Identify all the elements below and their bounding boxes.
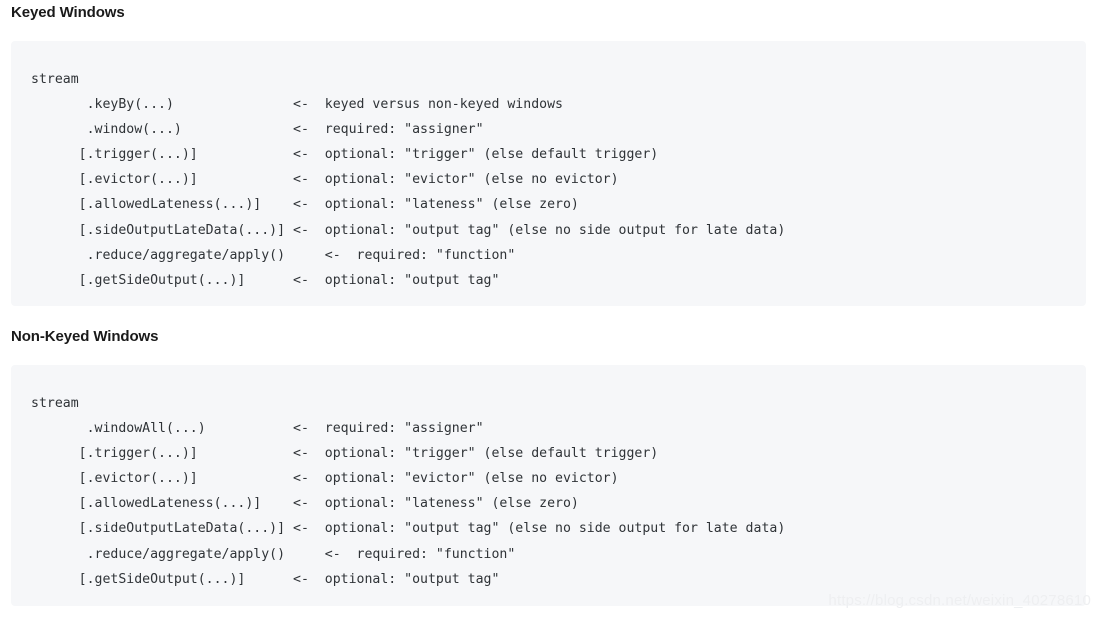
section-heading-non-keyed-windows: Non-Keyed Windows	[11, 328, 159, 345]
code-content-keyed-windows: stream .keyBy(...) <- keyed versus non-k…	[31, 72, 786, 288]
section-heading-keyed-windows: Keyed Windows	[11, 4, 125, 21]
code-block-keyed-windows: stream .keyBy(...) <- keyed versus non-k…	[11, 41, 1086, 306]
code-content-non-keyed-windows: stream .windowAll(...) <- required: "ass…	[31, 396, 786, 587]
code-block-non-keyed-windows: stream .windowAll(...) <- required: "ass…	[11, 365, 1086, 606]
